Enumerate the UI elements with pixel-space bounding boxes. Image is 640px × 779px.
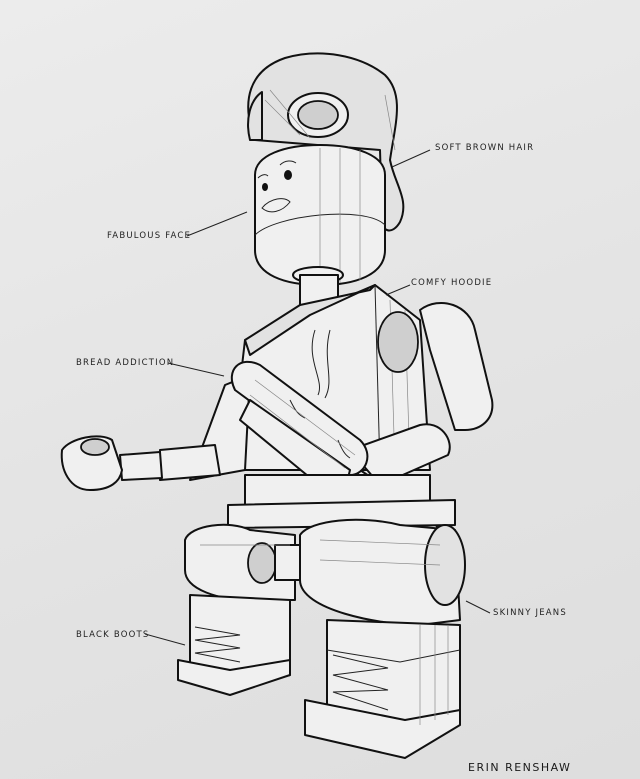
label-bread-addiction: BREAD ADDICTION — [76, 358, 175, 368]
head — [254, 144, 386, 286]
label-fabulous-face: FABULOUS FACE — [107, 231, 192, 241]
boots — [177, 594, 461, 759]
leader-lines — [144, 149, 491, 646]
label-soft-brown-hair: SOFT BROWN HAIR — [435, 143, 535, 153]
label-comfy-hoodie: COMFY HOODIE — [411, 278, 493, 288]
hips — [227, 474, 456, 529]
label-skinny-jeans: SKINNY JEANS — [493, 608, 567, 618]
hair — [247, 52, 405, 232]
label-black-boots: BLACK BOOTS — [76, 630, 150, 640]
legs-jeans — [184, 518, 466, 626]
artist-signature: ERIN RENSHAW — [468, 761, 572, 774]
